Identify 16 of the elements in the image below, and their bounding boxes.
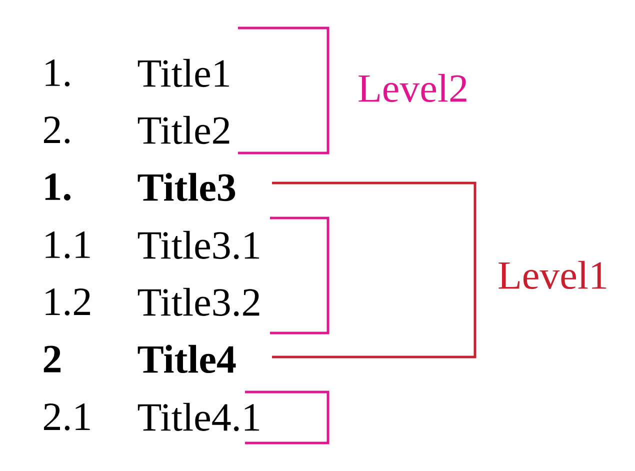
list-number: 2. (44, 116, 70, 144)
list-number: 1. (45, 174, 70, 200)
list-number: 1. (46, 60, 70, 86)
list-title: Title3.1 (138, 230, 259, 260)
list-number: 1.2 (46, 288, 90, 316)
list-title: Title1 (138, 58, 229, 88)
level-label: Level2 (358, 74, 466, 102)
level-label: Level1 (498, 260, 606, 290)
list-title: Title4 (138, 344, 236, 374)
list-title: Title3 (138, 172, 236, 202)
list-title: Title2 (138, 116, 230, 144)
list-number: 2.1 (44, 403, 90, 430)
list-title: Title4.1 (138, 402, 259, 432)
list-title: Title3.2 (138, 288, 260, 316)
list-number: 2 (44, 346, 60, 372)
list-number: 1.1 (46, 232, 90, 258)
